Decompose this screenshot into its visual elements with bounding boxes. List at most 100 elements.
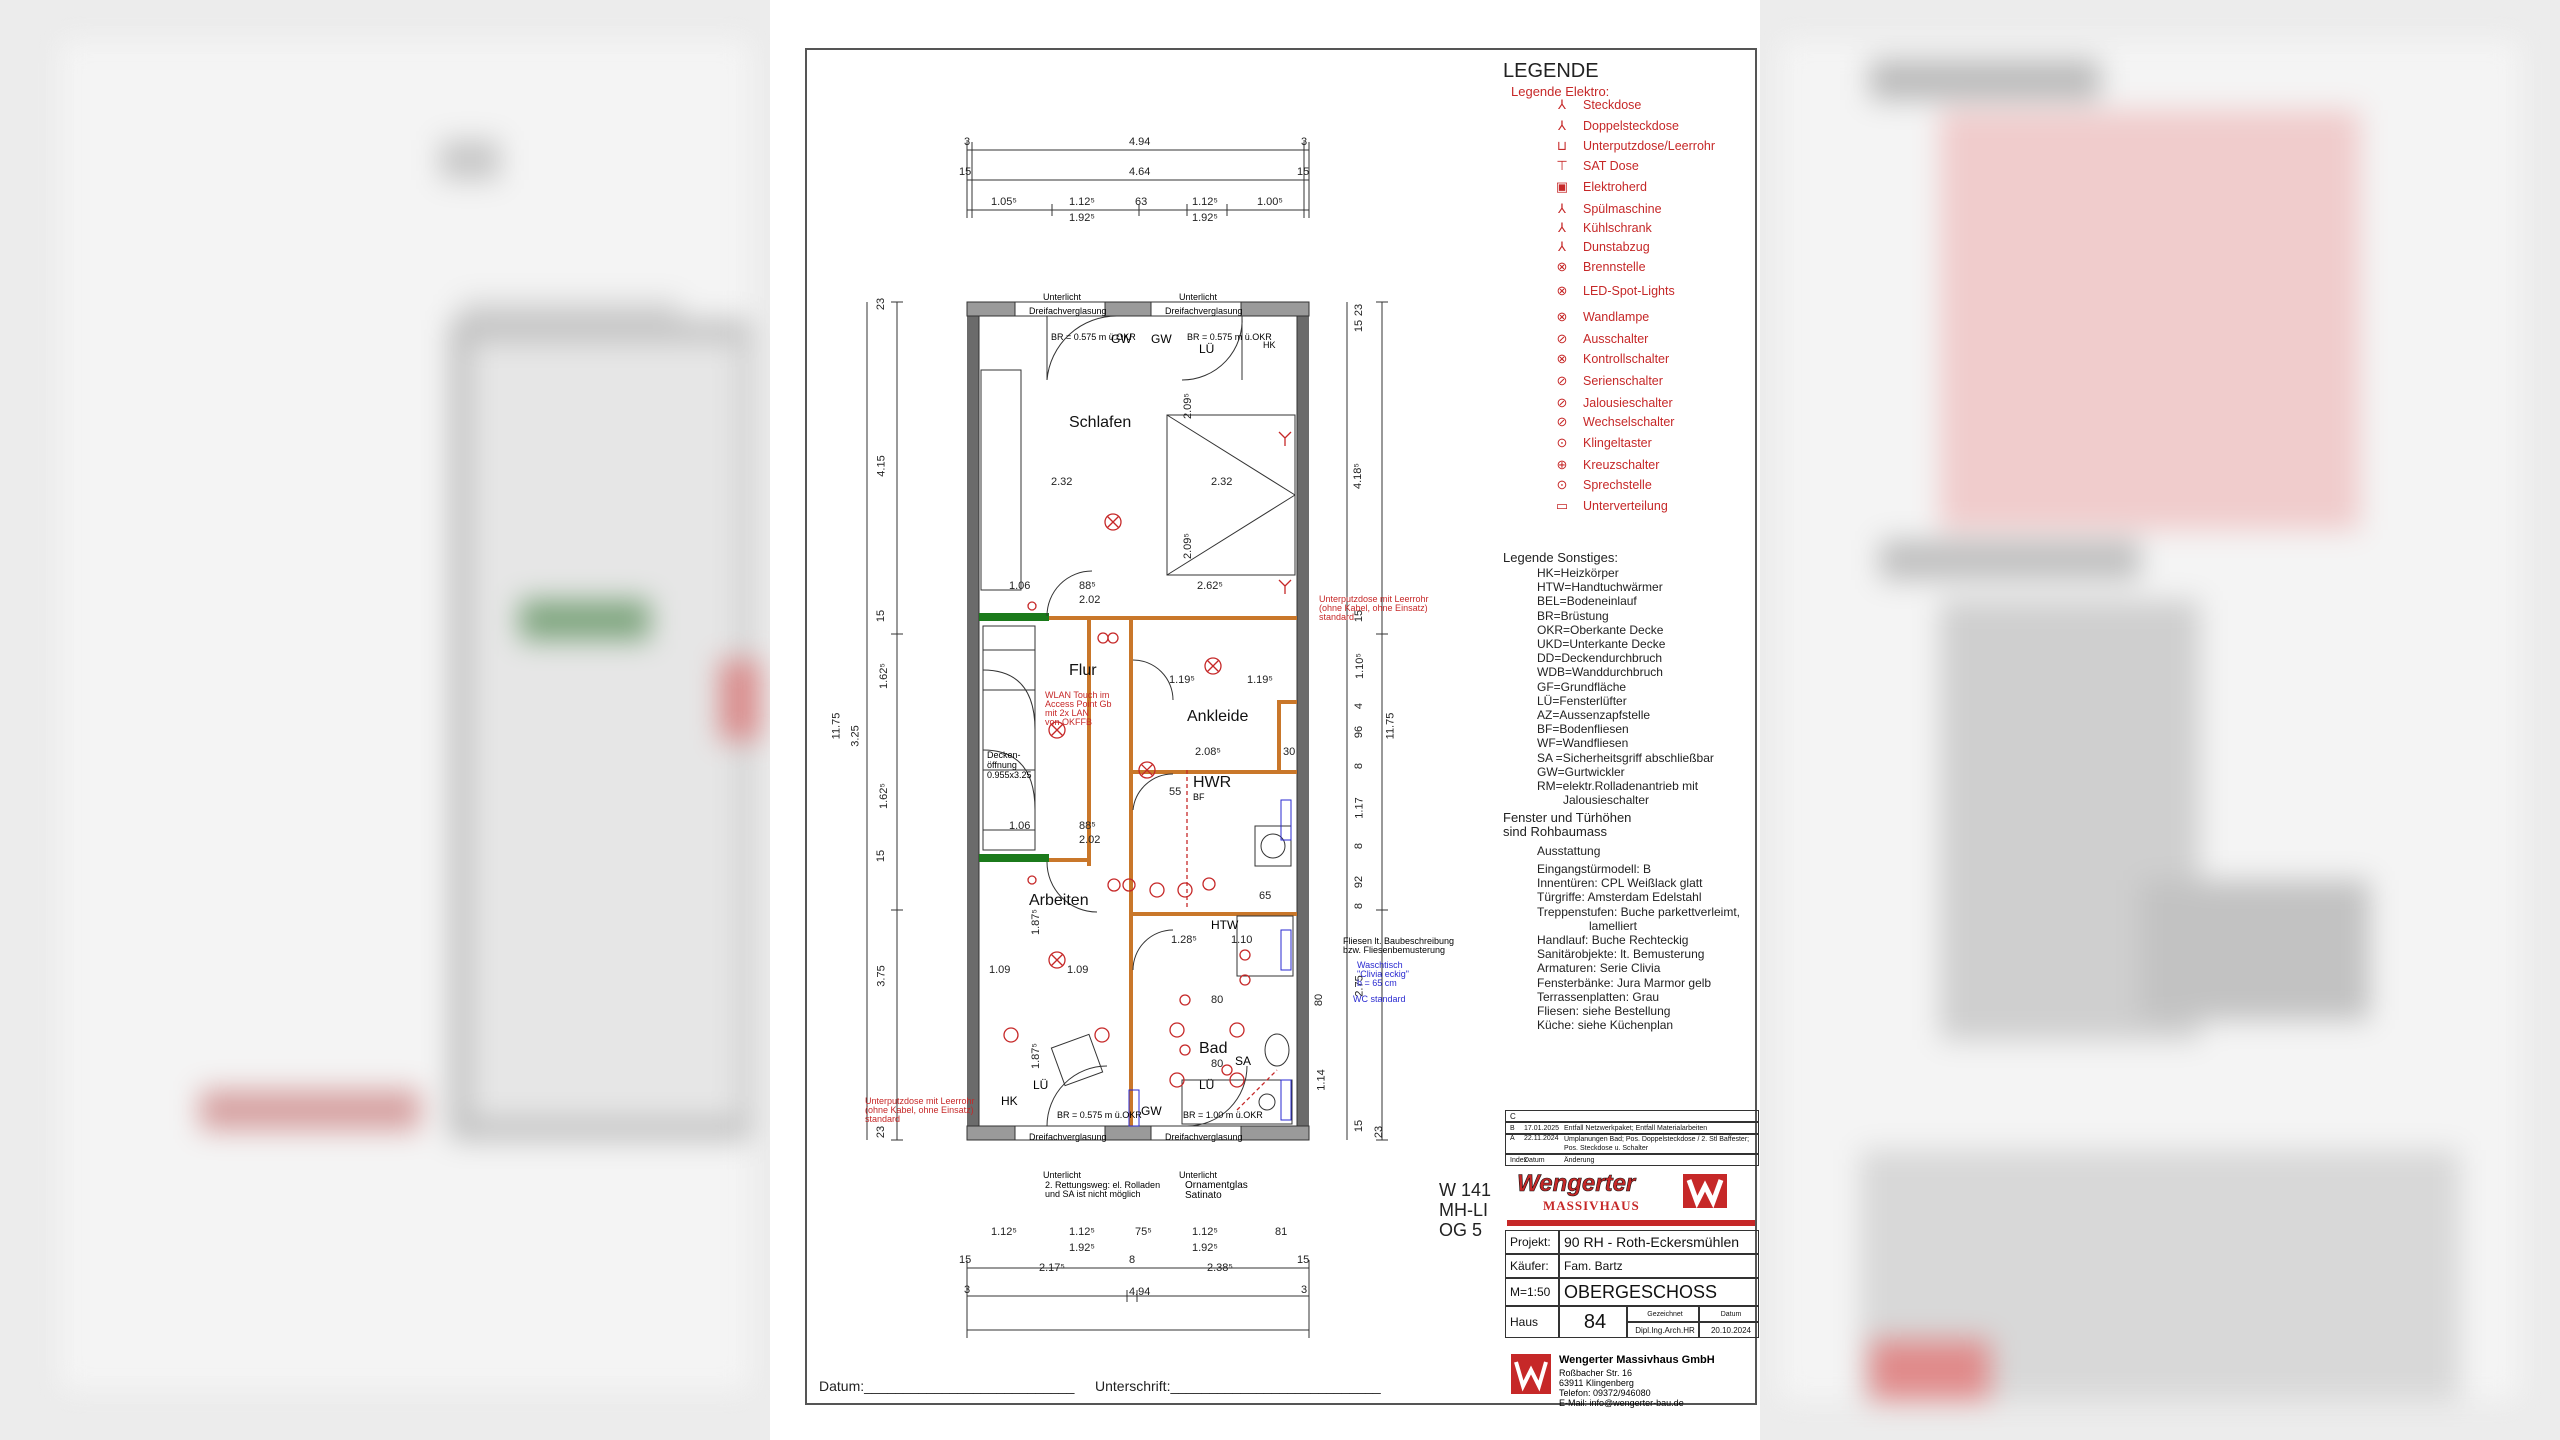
haus-label: Haus <box>1505 1306 1559 1338</box>
dim-arbeiten-3: 1.87⁵ <box>1029 909 1042 935</box>
legend-fenster-title-2: sind Rohbaumass <box>1503 824 1608 839</box>
dim-top-half-2: 1.92⁵ <box>1192 212 1218 224</box>
room-flur: Flur <box>1069 662 1097 679</box>
legend-ausstattung-item: Innentüren: CPL Weißlack glatt <box>1537 876 1703 891</box>
company-phone: Telefon: 09372/946080 <box>1559 1388 1651 1398</box>
dim-schlafen-6: 2.62⁵ <box>1197 580 1223 592</box>
dim-flur-1: 1.06 <box>1009 820 1031 832</box>
intercom-icon: ⊙ <box>1556 477 1568 492</box>
legend-sonstiges-item: LÜ=Fensterlüfter <box>1537 693 1627 708</box>
haus-value: 84 <box>1559 1306 1627 1338</box>
legend-elektro-item: Klingeltaster <box>1583 436 1652 450</box>
legend-ausstattung-item: Eingangstürmodell: B <box>1537 862 1652 876</box>
room-hwr: HWR <box>1193 774 1232 791</box>
dim-ankleide-4: 30 <box>1283 746 1296 758</box>
dim-top-inner-right: 15 <box>1297 166 1310 178</box>
wengerter-logo-icon <box>1683 1174 1727 1209</box>
legend-ausstattung-item: Küche: siehe Küchenplan <box>1537 1018 1674 1033</box>
drawing-frame: 3 4.94 3 15 4.64 15 1.05⁵ 1.12⁵ 63 1.12⁵… <box>805 48 1759 1408</box>
company-logo: Wengerter MASSIVHAUS <box>1513 1168 1753 1218</box>
dim-left-total: 11.75 <box>830 712 843 740</box>
label-waschtisch-2: "Clivia eckig" <box>1357 969 1409 979</box>
legend-ausstattung-item: lamelliert <box>1589 918 1638 933</box>
dim-top-left: 3 <box>964 136 971 148</box>
legend-sonstiges-item: OKR=Oberkante Decke <box>1537 622 1664 637</box>
dim-top-inner-left: 15 <box>959 166 972 178</box>
legend-sonstiges-item: BR=Brüstung <box>1537 608 1609 623</box>
plan-code-1: W 141 <box>1439 1180 1492 1200</box>
legend-elektro-item: Wechselschalter <box>1583 415 1675 429</box>
label-br-3: BR = 0.575 m ü.OKR <box>1057 1110 1142 1120</box>
legend-sonstiges-item: BF=Bodenfliesen <box>1537 722 1629 737</box>
label-waschtisch-1: Waschtisch <box>1357 960 1403 970</box>
label-wc: WC standard <box>1353 994 1406 1004</box>
dim-bad-5: 65 <box>1259 890 1272 902</box>
sub-distribution-icon: ▭ <box>1555 498 1569 513</box>
legend-elektro-item: Elektroherd <box>1583 180 1647 194</box>
legend-sonstiges-item: Jalousieschalter <box>1563 793 1650 808</box>
legend-elektro-item: Doppelsteckdose <box>1583 119 1679 133</box>
legend-sonstiges-item: GF=Grundfläche <box>1537 679 1627 694</box>
dim-left-7: 15 <box>875 849 888 863</box>
legend-sonstiges-title: Legende Sonstiges: <box>1503 550 1618 565</box>
legend-ausstattung-item: Sanitärobjekte: lt. Bemusterung <box>1537 947 1705 962</box>
flush-box-icon: ⊔ <box>1556 138 1568 153</box>
legend-elektro-item: SAT Dose <box>1583 159 1639 173</box>
legend-sonstiges-item: UKD=Unterkante Decke <box>1537 637 1666 651</box>
dim-hwr-1: 55 <box>1169 786 1182 798</box>
label-decke-2: öffnung <box>987 760 1017 770</box>
dim-top-seg-4: 1.12⁵ <box>1192 196 1218 208</box>
floor-plan <box>866 142 1388 1338</box>
switch-icon: ⊘ <box>1556 331 1568 346</box>
label-sa: SA <box>1235 1054 1252 1068</box>
label-dreifach-1: Dreifachverglasung <box>1029 306 1107 316</box>
dim-bot-room-2: 2.38⁵ <box>1207 1262 1233 1274</box>
legend-elektro-item: Steckdose <box>1583 98 1642 112</box>
dim-top-seg-5: 1.00⁵ <box>1257 196 1283 208</box>
dim-right-10: 8 <box>1353 842 1366 850</box>
signature-date: Datum:___________________________ <box>819 1378 1075 1394</box>
dim-bad-3: 80 <box>1211 994 1224 1006</box>
label-lue-3: LÜ <box>1199 1078 1215 1092</box>
kaeufer-label: Käufer: <box>1505 1254 1559 1278</box>
dim-left-8: 3.75 <box>875 965 888 987</box>
legend-elektro-item: Jalousieschalter <box>1583 396 1673 410</box>
projekt-label: Projekt: <box>1505 1230 1559 1254</box>
dim-arbeiten-2: 1.09 <box>1067 964 1089 976</box>
dim-right-8: 8 <box>1353 762 1366 770</box>
bell-button-icon: ⊙ <box>1556 435 1568 450</box>
label-htw: HTW <box>1211 918 1239 932</box>
label-gw-2: GW <box>1151 332 1172 346</box>
company-name: Wengerter Massivhaus GmbH <box>1559 1354 1715 1366</box>
label-br-2: BR = 0.575 m ü.OKR <box>1187 332 1272 342</box>
dim-arbeiten-4: 1.87⁵ <box>1029 1043 1042 1069</box>
projekt-value: 90 RH - Roth-Eckersmühlen <box>1559 1230 1759 1254</box>
dim-left-1: 23 <box>875 297 888 311</box>
legend-ausstattung-item: Treppenstufen: Buche parkettverleimt, <box>1537 904 1740 919</box>
dim-right-total: 11.75 <box>1384 712 1397 740</box>
legend-ausstattung-item: Armaturen: Serie Clivia <box>1537 961 1661 976</box>
dim-bot-half-1: 1.92⁵ <box>1069 1242 1095 1254</box>
company-email: E-Mail: info@wengerter-bau.de <box>1559 1398 1684 1408</box>
label-unterputz-2c: standard <box>865 1114 901 1124</box>
revision-header: Index Datum Änderung <box>1505 1154 1759 1166</box>
massstab: M=1:50 <box>1505 1278 1559 1306</box>
blurred-backdrop-right <box>1760 0 2560 1440</box>
label-dreifach-2: Dreifachverglasung <box>1165 306 1243 316</box>
label-br-1: BR = 0.575 m ü.OKR <box>1051 332 1136 342</box>
legend-elektro-item: Kühlschrank <box>1583 221 1652 235</box>
dim-bot-half-2: 1.92⁵ <box>1192 1242 1218 1254</box>
legend-sonstiges-item: DD=Deckendurchbruch <box>1537 651 1663 666</box>
dim-ankleide-1: 1.19⁵ <box>1169 674 1195 686</box>
legend-sonstiges-item: HK=Heizkörper <box>1537 566 1619 580</box>
dim-left-4: 1.62⁵ <box>877 663 890 689</box>
logo-subtitle: MASSIVHAUS <box>1543 1198 1640 1213</box>
label-fliesen-2: bzw. Fliesenbemusterung <box>1343 945 1446 955</box>
dim-bot-right: 3 <box>1301 1284 1308 1296</box>
legend-title: LEGENDE <box>1503 60 1599 82</box>
dim-flur-2: 88⁵ <box>1079 820 1096 832</box>
label-lue-1: LÜ <box>1199 342 1215 356</box>
label-ornament-1: Ornamentglas <box>1185 1180 1248 1191</box>
legend-sonstiges-item: AZ=Aussenzapfstelle <box>1537 708 1651 722</box>
dishwasher-outlet-icon: ⅄ <box>1558 201 1566 216</box>
